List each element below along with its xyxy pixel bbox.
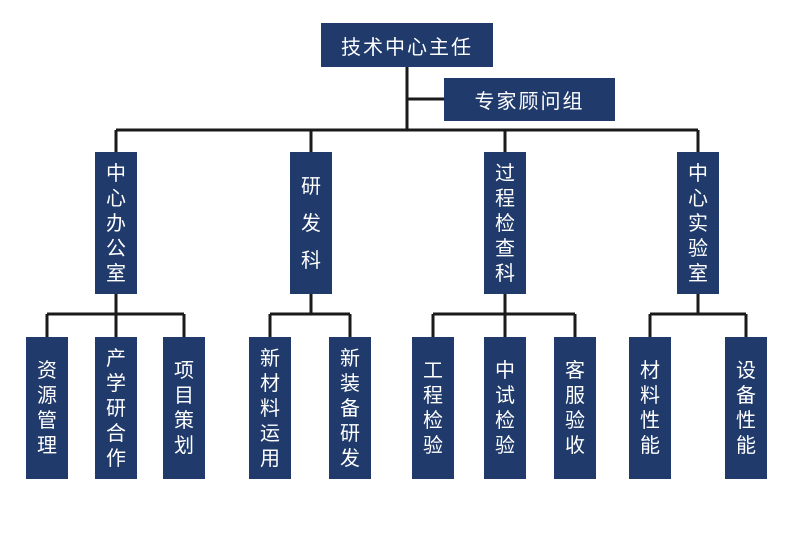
unit-node: 资源管理 (26, 337, 68, 479)
advisory-label: 专家顾问组 (474, 89, 585, 113)
department-node: 中心办公室 (95, 152, 137, 294)
department-node: 研发科 (290, 152, 332, 294)
unit-node: 产学研合作 (95, 337, 137, 479)
unit-node: 项目策划 (163, 337, 205, 479)
department-node: 过程检查科 (484, 152, 526, 294)
unit-label: 客服验收 (565, 358, 585, 457)
unit-label: 产学研合作 (106, 345, 126, 470)
department-label: 中心办公室 (106, 160, 126, 285)
unit-node: 材料性能 (629, 337, 671, 479)
unit-label: 设备性能 (736, 358, 756, 457)
unit-label: 项目策划 (174, 358, 194, 457)
unit-label: 资源管理 (37, 358, 57, 457)
advisory-node: 专家顾问组 (444, 78, 615, 121)
unit-node: 设备性能 (725, 337, 767, 479)
unit-label: 材料性能 (640, 358, 660, 457)
unit-node: 新装备研发 (329, 337, 371, 479)
unit-node: 客服验收 (554, 337, 596, 479)
department-label: 过程检查科 (495, 160, 515, 285)
root-label: 技术中心主任 (341, 34, 473, 59)
unit-node: 新材料运用 (249, 337, 291, 479)
department-label: 中心实验室 (688, 160, 708, 285)
department-label: 研发科 (301, 173, 321, 272)
unit-label: 中试检验 (495, 358, 515, 457)
unit-node: 中试检验 (484, 337, 526, 479)
unit-label: 新装备研发 (340, 345, 360, 470)
unit-label: 新材料运用 (260, 345, 280, 470)
department-node: 中心实验室 (677, 152, 719, 294)
unit-node: 工程检验 (412, 337, 454, 479)
root-node: 技术中心主任 (321, 23, 493, 67)
unit-label: 工程检验 (423, 358, 443, 457)
